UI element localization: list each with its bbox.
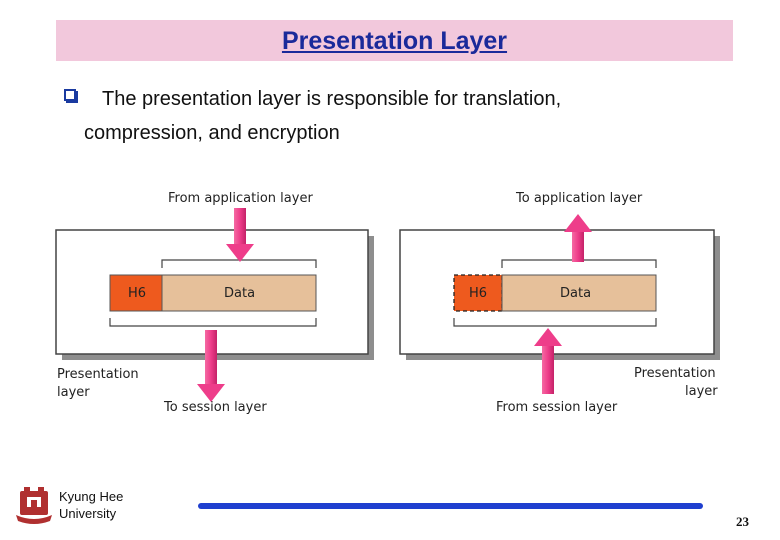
- receiver-data-block: [501, 274, 657, 312]
- university-name: Kyung Hee University: [59, 488, 123, 522]
- slide-title: Presentation Layer: [281, 27, 508, 55]
- receiver-header-label: H6: [469, 286, 488, 301]
- sender-top-label: From application layer: [168, 191, 313, 206]
- receiver-side-label-2: layer: [685, 384, 718, 399]
- sender-bottom-label: To session layer: [164, 400, 267, 415]
- bullet-line-1: The presentation layer is responsible fo…: [102, 88, 562, 110]
- sender-data-block: [161, 274, 317, 312]
- receiver-data-label: Data: [560, 286, 592, 301]
- sender-down-arrow-bottom: [197, 330, 225, 402]
- sender-bottom-bracket: [109, 318, 317, 327]
- sender-side-label-1: Presentation: [57, 367, 139, 382]
- university-logo: [16, 487, 52, 524]
- receiver-top-label: To application layer: [516, 191, 643, 206]
- sender-data-label: Data: [224, 286, 256, 301]
- receiver-header-block: [453, 274, 503, 312]
- university-line-1: Kyung Hee: [59, 489, 124, 504]
- receiver-bottom-bracket: [453, 318, 657, 327]
- bullet-line-2: compression, and encryption: [84, 122, 340, 144]
- receiver-up-arrow-bottom: [534, 328, 562, 394]
- bullet-text: The presentation layer is responsible fo…: [84, 82, 724, 150]
- receiver-side-label-1: Presentation: [634, 366, 716, 381]
- footer-divider: [198, 503, 703, 509]
- sender-header-block: [109, 274, 163, 312]
- receiver-bottom-label: From session layer: [496, 400, 618, 415]
- title-bar: Presentation Layer: [56, 20, 733, 61]
- university-line-2: University: [59, 506, 117, 521]
- page-number: 23: [736, 514, 749, 529]
- sender-header-label: H6: [128, 286, 147, 301]
- receiver-up-arrow-top: [564, 214, 592, 262]
- sender-down-arrow-top: [226, 208, 254, 262]
- sender-side-label-2: layer: [57, 385, 90, 400]
- bullet-icon: [64, 89, 78, 103]
